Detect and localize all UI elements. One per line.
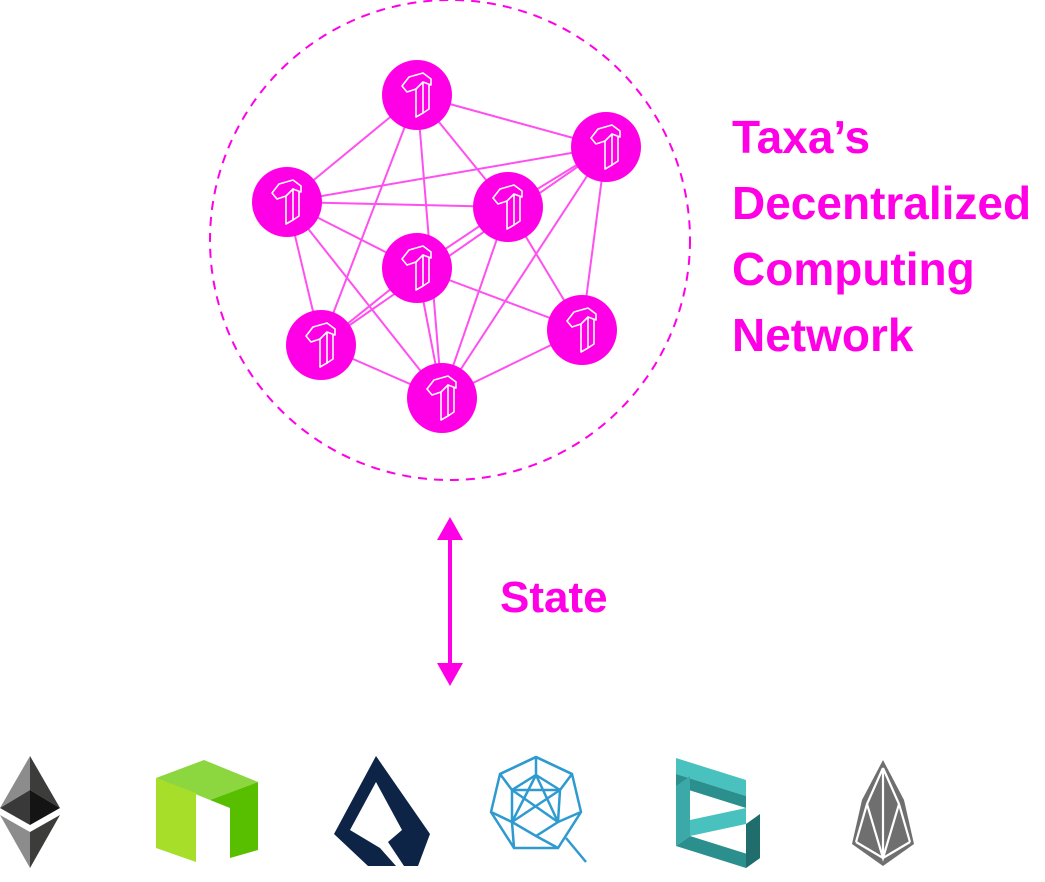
taxa-logo-icon: [401, 72, 432, 118]
taxa-logo-icon: [590, 124, 621, 170]
network-node: [382, 60, 452, 130]
taxa-logo-icon: [401, 245, 432, 291]
qtum-logo-icon: [489, 755, 587, 863]
network-edge: [441, 146, 607, 399]
title-line: Taxa’s: [732, 111, 871, 163]
network-edge: [320, 94, 418, 346]
network-node: [407, 363, 477, 433]
eos-logo-icon: [852, 760, 914, 866]
network-edge: [286, 146, 607, 203]
network-node: [286, 310, 356, 380]
taxa-logo-icon: [271, 179, 302, 225]
ethereum-logo-icon: [0, 756, 60, 868]
taxa-logo-icon: [305, 322, 336, 368]
network-edge: [320, 146, 607, 346]
network-edge: [286, 201, 443, 399]
neo-logo-icon: [156, 760, 258, 862]
network-node: [252, 167, 322, 237]
network-edge: [286, 201, 509, 208]
network-node: [571, 112, 641, 182]
network-nodes: [252, 60, 641, 433]
state-label: State: [500, 573, 608, 622]
taxa-logo-icon: [426, 375, 457, 421]
title-line: Decentralized: [732, 177, 1032, 229]
taxa-logo-icon: [566, 307, 597, 353]
double-vertical-arrow-icon: [437, 517, 463, 686]
network-node: [382, 233, 452, 303]
title-line: Computing: [732, 243, 975, 295]
network-node: [547, 295, 617, 365]
taxa-logo-icon: [492, 184, 523, 230]
network-boundary: [209, 0, 691, 481]
network-node: [473, 172, 543, 242]
lisk-logo-icon: [334, 756, 430, 866]
title-line: Network: [732, 309, 914, 361]
zilliqa-logo-icon: [676, 758, 760, 868]
